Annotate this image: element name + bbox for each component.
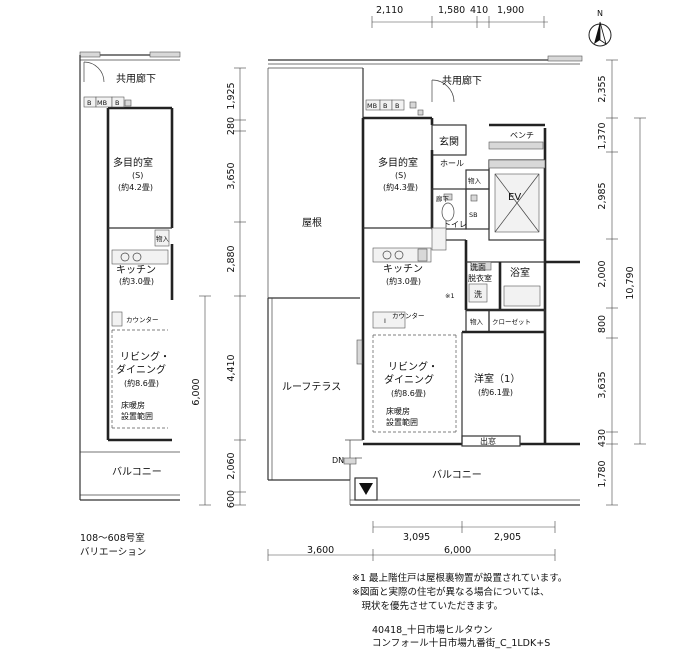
dim-right-2000: 2,000 <box>597 260 608 287</box>
floor-heat-label-1: 床暖房 <box>386 406 410 416</box>
bottom-dimensions: 3,095 2,905 3,600 6,000 <box>267 521 556 561</box>
storage2-label: 物入 <box>470 317 484 326</box>
notes: ※1 最上階住戸は屋根裏物置が設置されています。 ※図面と実際の住宅が異なる場合… <box>352 572 567 649</box>
living-label-1: リビング・ <box>388 360 438 373</box>
north-label: N <box>597 9 603 18</box>
dim-bottom-3600: 3,600 <box>307 545 334 556</box>
counter-label: カウンター <box>392 311 425 320</box>
main-unit-plan: MB B B SB <box>267 55 583 506</box>
dim-left-280: 280 <box>226 117 237 135</box>
dim-right-1780: 1,780 <box>597 460 608 487</box>
floor-heat-label-2: 設置範囲 <box>386 417 418 427</box>
north-compass: N <box>588 9 612 47</box>
mb-label: MB <box>367 102 377 110</box>
storage-label: 物入 <box>468 176 482 185</box>
entrance-label: 玄関 <box>439 135 459 148</box>
variation-caption-1: 108〜608号室 <box>80 532 145 544</box>
note-2: ※図面と実際の住宅が異なる場合については、 <box>352 586 550 598</box>
dim-left-3650: 3,650 <box>226 162 237 189</box>
dim-left-4410: 4,410 <box>226 354 237 381</box>
dim-bottom-2905: 2,905 <box>494 532 521 543</box>
dim-right-10790: 10,790 <box>625 266 636 299</box>
var-kitchen-area: (約3.0畳) <box>119 276 154 286</box>
footer-line-1: 40418_十日市場ヒルタウン <box>372 624 492 636</box>
balcony-label: バルコニー <box>432 469 482 481</box>
dim-top-4: 1,900 <box>497 5 524 16</box>
var-living-label-1: リビング・ <box>120 350 170 363</box>
var-balcony-label: バルコニー <box>112 466 162 478</box>
dim-top-2: 1,580 <box>438 5 465 16</box>
var-multi-sub: (S) <box>132 171 143 180</box>
dim-right-3635: 3,635 <box>597 371 608 398</box>
hall-label: ホール <box>440 159 464 168</box>
bench-label: ベンチ <box>510 131 534 140</box>
right-dimensions: 2,355 1,370 2,985 2,000 10,790 800 3,635… <box>597 59 646 506</box>
b-label-2: B <box>395 102 399 110</box>
dim-right-430: 430 <box>597 429 608 447</box>
dim-right-2985: 2,985 <box>597 182 608 209</box>
corridor-inner-label: 廊下 <box>436 194 450 203</box>
dim-top-3: 410 <box>470 5 488 16</box>
var-multi-area: (約4.2畳) <box>118 182 153 192</box>
dim-left-2060: 2,060 <box>226 452 237 479</box>
dn-label: DN <box>332 456 344 465</box>
dim-top-1: 2,110 <box>376 5 403 16</box>
dim-left-600: 600 <box>226 490 237 508</box>
living-area: (約8.6畳) <box>391 388 426 398</box>
kitchen-area: (約3.0畳) <box>386 276 421 286</box>
variation-plan: B MB B 物入 共用廊下 多目的室 (S) (約4.2畳) キッチン (約3… <box>79 51 181 558</box>
var-multi-label: 多目的室 <box>113 156 153 169</box>
ev-label: EV <box>508 192 521 203</box>
roof-label: 屋根 <box>302 216 322 229</box>
bath-label: 浴室 <box>510 266 530 279</box>
note-3: 現状を優先させていただきます。 <box>352 600 503 612</box>
var-corridor-label: 共用廊下 <box>116 72 156 85</box>
dim-bottom-3095: 3,095 <box>403 532 430 543</box>
dim-bottom-6000: 6,000 <box>444 545 471 556</box>
closet-label: クローゼット <box>492 317 531 326</box>
wash-label-1: 洗面 <box>470 262 486 272</box>
counter-i-mark: I <box>384 317 386 325</box>
multi-room-label: 多目的室 <box>378 156 418 169</box>
multi-room-sub: (S) <box>395 171 406 180</box>
corridor-label: 共用廊下 <box>442 74 482 87</box>
living-label-2: ダイニング <box>384 373 434 386</box>
wash-label-2: 脱衣室 <box>468 273 492 283</box>
var-storage-label: 物入 <box>156 234 170 243</box>
var-living-label-2: ダイニング <box>116 363 166 376</box>
top-dimensions: 2,110 1,580 410 1,900 <box>371 5 548 28</box>
b-label-1: B <box>383 102 387 110</box>
left-dimensions: 1,925 280 3,650 2,880 4,410 6,000 2,060 … <box>191 67 246 508</box>
var-counter-label: カウンター <box>126 315 159 324</box>
roof-terrace-label: ルーフテラス <box>282 381 341 393</box>
var-kitchen-label: キッチン <box>116 264 156 276</box>
kitchen-label: キッチン <box>383 263 423 275</box>
var-b-label-2: B <box>115 99 119 107</box>
var-floor-heat-2: 設置範囲 <box>121 411 153 421</box>
dim-right-800: 800 <box>597 315 608 333</box>
note-mark: ※1 <box>445 292 455 300</box>
dim-right-2355: 2,355 <box>597 75 608 102</box>
dim-left-1925: 1,925 <box>226 82 237 109</box>
var-b-label-1: B <box>87 99 91 107</box>
var-mb-label: MB <box>97 99 107 107</box>
toilet-label: トイレ <box>443 220 467 229</box>
variation-caption-2: バリエーション <box>80 547 146 558</box>
washer-label: 洗 <box>474 289 482 299</box>
var-floor-heat-1: 床暖房 <box>121 400 145 410</box>
western-room-label: 洋室（1） <box>474 372 520 385</box>
multi-room-area: (約4.3畳) <box>383 182 418 192</box>
bay-window-label: 出窓 <box>480 436 496 446</box>
western-room-area: (約6.1畳) <box>478 387 513 397</box>
dim-right-1370: 1,370 <box>597 122 608 149</box>
sb-label: SB <box>469 211 478 219</box>
dim-left-6000: 6,000 <box>191 378 202 405</box>
footer-line-2: コンフォール十日市場九番街_C_1LDK+S <box>372 637 550 649</box>
var-living-area: (約8.6畳) <box>124 378 159 388</box>
dim-left-2880: 2,880 <box>226 245 237 272</box>
note-1: ※1 最上階住戸は屋根裏物置が設置されています。 <box>352 572 567 584</box>
